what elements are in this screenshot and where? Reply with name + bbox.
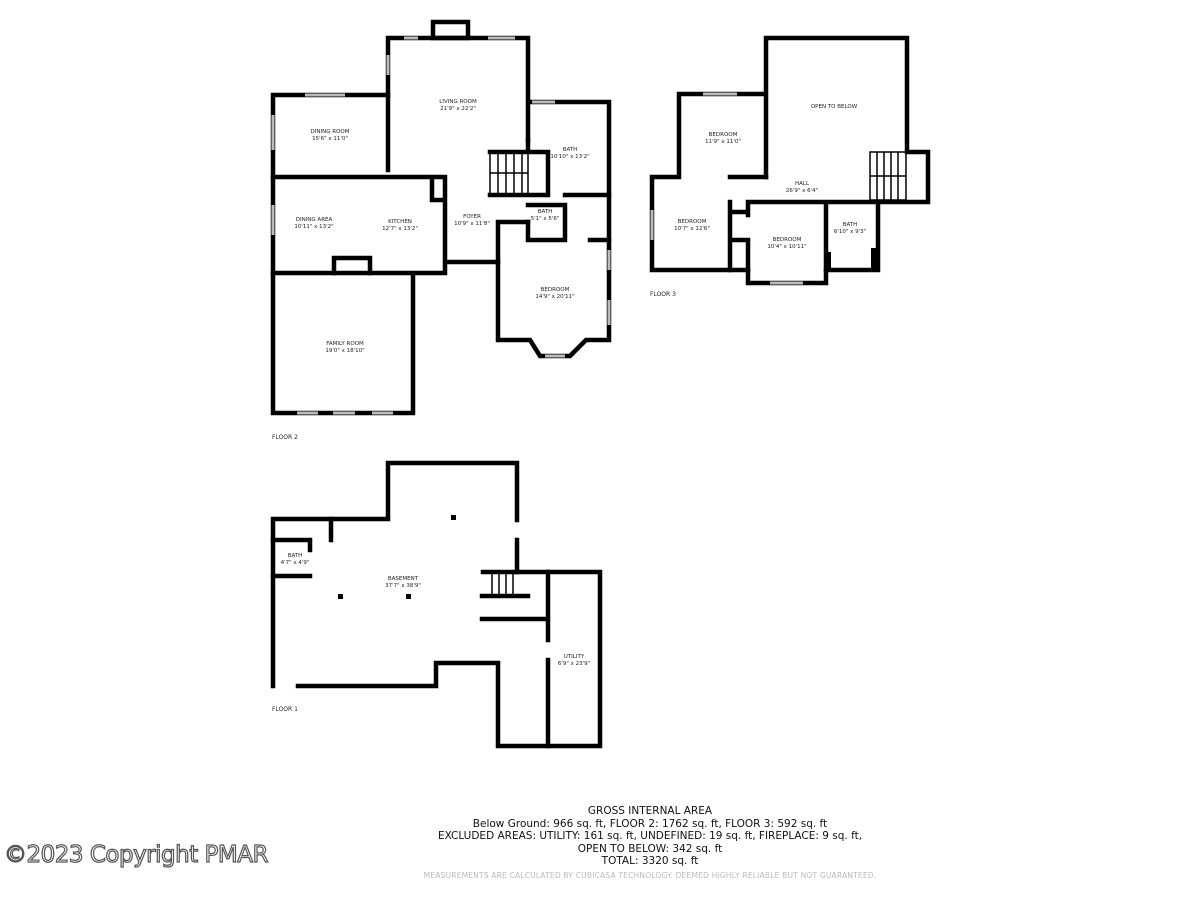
summary-title: GROSS INTERNAL AREA — [587, 805, 713, 817]
room-size: 5'1" x 5'6" — [531, 216, 560, 222]
room-size: 10'11" x 13'2" — [294, 224, 333, 230]
room-name: OPEN TO BELOW — [811, 104, 858, 110]
room-size: 10'10" x 13'2" — [550, 154, 589, 160]
area-summary: GROSS INTERNAL AREA Below Ground: 966 sq… — [300, 805, 1000, 882]
room-size: 12'7" x 13'2" — [382, 226, 418, 232]
room-size: 19'0" x 18'10" — [325, 348, 364, 354]
summary-excluded-areas: EXCLUDED AREAS: UTILITY: 161 sq. ft, UND… — [437, 830, 863, 842]
room-size: 14'9" x 20'11" — [535, 294, 574, 300]
floor-label: FLOOR 1 — [272, 706, 298, 713]
room-name: BATH — [563, 147, 578, 153]
room-name: BASEMENT — [388, 576, 419, 582]
stairs-floor2 — [489, 151, 529, 196]
room-name: LIVING ROOM — [439, 99, 477, 105]
room-size: 11'9" x 11'0" — [705, 139, 741, 145]
room-size: 6'10" x 9'3" — [834, 229, 866, 235]
room-name: KITCHEN — [388, 219, 412, 225]
room-name: BATH — [538, 209, 553, 215]
room-size: 10'4" x 10'11" — [767, 244, 806, 250]
room-name: FAMILY ROOM — [326, 341, 364, 347]
room-size: 4'7" x 4'9" — [281, 560, 310, 566]
room-size: 10'7" x 12'6" — [674, 226, 710, 232]
room-name: BATH — [843, 222, 858, 228]
summary-floor-areas: Below Ground: 966 sq. ft, FLOOR 2: 1762 … — [472, 817, 828, 830]
room-size: 26'9" x 6'4" — [786, 188, 818, 194]
fireplace — [430, 19, 471, 41]
floor-1-plan: BATH 4'7" x 4'9" BASEMENT 37'7" x 38'9" … — [270, 460, 603, 749]
summary-open-to-below: OPEN TO BELOW: 342 sq. ft — [577, 842, 723, 855]
disclaimer: MEASUREMENTS ARE CALCULATED BY CUBICASA … — [423, 870, 877, 880]
room-size: 21'9" x 22'2" — [440, 106, 476, 112]
room-size: 37'7" x 38'9" — [385, 583, 421, 589]
room-name: UTILITY — [564, 654, 585, 660]
room-name: HALL — [795, 181, 810, 187]
stairs-floor3 — [869, 151, 907, 201]
room-name: BEDROOM — [541, 287, 570, 293]
floor-label: FLOOR 3 — [650, 291, 676, 298]
room-name: FOYER — [463, 214, 481, 220]
floor-3-plan: OPEN TO BELOW BEDROOM 11'9" x 11'0" HALL… — [649, 35, 931, 298]
room-size: 15'6" x 11'0" — [312, 136, 348, 142]
room-name: DINING ROOM — [311, 129, 350, 135]
room-size: 10'9" x 11'8" — [454, 221, 490, 227]
room-size: 6'9" x 23'9" — [558, 661, 590, 667]
floor-1-labels: BATH 4'7" x 4'9" BASEMENT 37'7" x 38'9" … — [272, 553, 590, 713]
room-name: BEDROOM — [709, 132, 738, 138]
floor-3-labels: OPEN TO BELOW BEDROOM 11'9" x 11'0" HALL… — [650, 104, 866, 298]
room-name: DINING AREA — [296, 217, 333, 223]
stairs-basement — [491, 572, 514, 594]
room-name: BEDROOM — [773, 237, 802, 243]
room-name: BEDROOM — [678, 219, 707, 225]
floor-2-plan: LIVING ROOM 21'9" x 22'2" DINING ROOM 15… — [270, 19, 612, 441]
floor-label: FLOOR 2 — [272, 434, 298, 441]
summary-total: TOTAL: 3320 sq. ft — [601, 855, 699, 867]
copyright-watermark: ©2023 Copyright PMAR — [3, 841, 269, 868]
room-name: BATH — [288, 553, 303, 559]
floor-2-labels: LIVING ROOM 21'9" x 22'2" DINING ROOM 15… — [272, 99, 590, 441]
